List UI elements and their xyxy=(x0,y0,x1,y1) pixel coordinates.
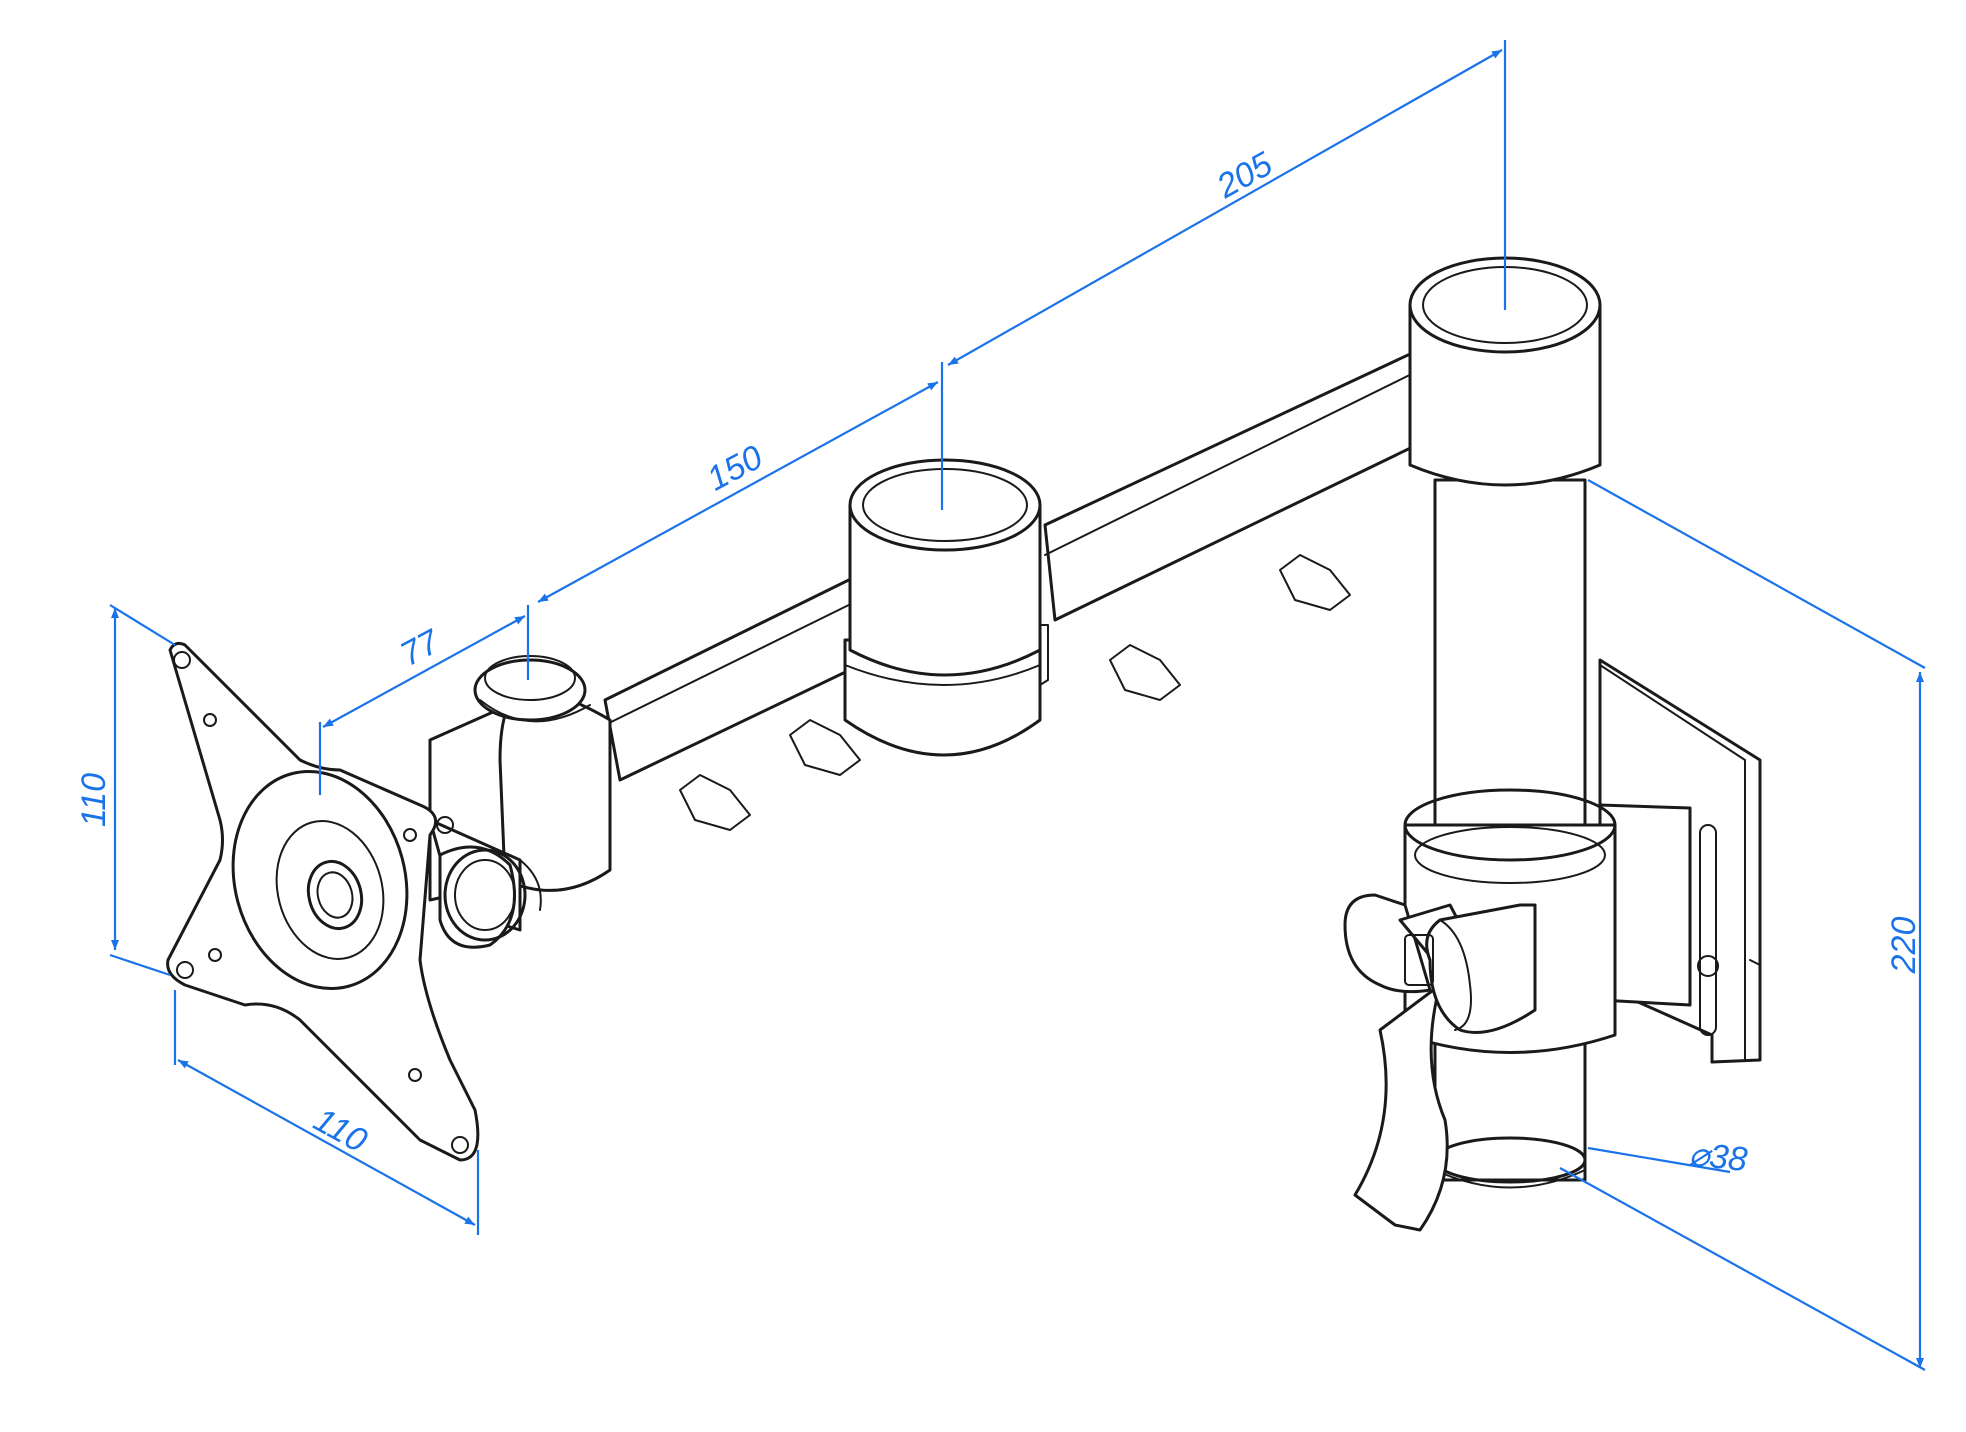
dimension-pole-diameter: ⌀38 xyxy=(1587,1135,1749,1179)
arm-assembly xyxy=(166,256,1762,1232)
mounting-bracket xyxy=(1598,658,1762,1064)
dimension-label-pole-diameter: ⌀38 xyxy=(1687,1135,1749,1179)
tilt-joint xyxy=(428,655,612,949)
dimension-label-arm-205: 205 xyxy=(1210,145,1279,206)
dimensions-layer: 110 110 77 150 205 xyxy=(75,40,1926,1371)
dimension-plate-height: 110 xyxy=(75,604,176,977)
dimension-label-plate-height: 110 xyxy=(75,773,113,827)
pole-clamp xyxy=(1343,788,1617,1232)
dimension-height-220: 220 xyxy=(1559,479,1926,1371)
dimension-label-plate-width: 110 xyxy=(307,1101,373,1161)
cable-clips-rear xyxy=(1109,554,1351,701)
dimension-label-arm-150: 150 xyxy=(701,438,769,498)
middle-pivot xyxy=(843,458,1049,757)
cable-clips-middle xyxy=(679,719,861,831)
vesa-plate xyxy=(166,641,480,1162)
dimension-label-arm-77: 77 xyxy=(394,622,446,674)
dimension-label-height-220: 220 xyxy=(1885,917,1923,975)
